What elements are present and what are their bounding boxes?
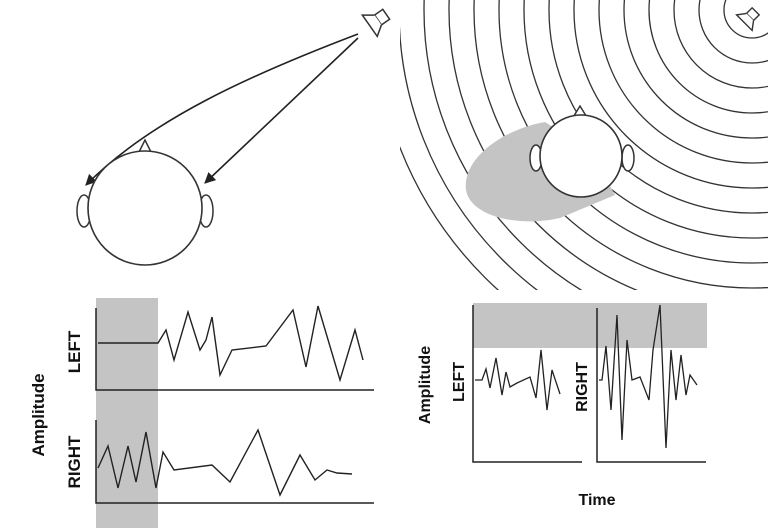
speaker-icon (360, 8, 391, 38)
left-panel-amplitude-label: Amplitude (29, 373, 48, 456)
wavefront-arc (723, 0, 768, 39)
wavefront-arc (598, 0, 768, 164)
wavefront-arc (573, 0, 768, 189)
intensity-difference-shading (473, 303, 707, 348)
wavefront-arc (523, 0, 768, 239)
right-panel-time-label: Time (578, 492, 615, 509)
onset-delay-shading (96, 298, 158, 528)
head-icon (76, 138, 214, 266)
path-to-right-ear-arrow (204, 37, 359, 184)
right-panel-amplitude-label: Amplitude (417, 346, 434, 424)
wavefront-arc (473, 0, 768, 289)
wavefront-arc (698, 0, 768, 64)
wavefront-arc (423, 0, 583, 290)
wavefront-arc (623, 0, 768, 139)
head-icon (529, 104, 635, 198)
right-ear-waveform (97, 428, 353, 497)
left-panel-right-label: RIGHT (65, 435, 84, 489)
left-panel-left-label: LEFT (65, 330, 84, 373)
wavefront-arc (673, 0, 768, 89)
speaker-icon (735, 6, 761, 32)
wavefront-arc (648, 0, 768, 114)
wavefront-arc (498, 0, 768, 264)
wavefront-arc (548, 0, 768, 214)
left-panel-axes (95, 308, 374, 504)
left-ear-waveform (98, 305, 364, 383)
right-panel-left-label: LEFT (451, 362, 468, 402)
right-panel-axes (472, 305, 706, 463)
right-ear-loud-waveform (599, 304, 698, 449)
left-ear-quiet-waveform (475, 349, 561, 411)
wavefront-arc (448, 0, 639, 290)
sound-wave-icon (400, 0, 768, 290)
right-panel-right-label: RIGHT (574, 362, 591, 412)
